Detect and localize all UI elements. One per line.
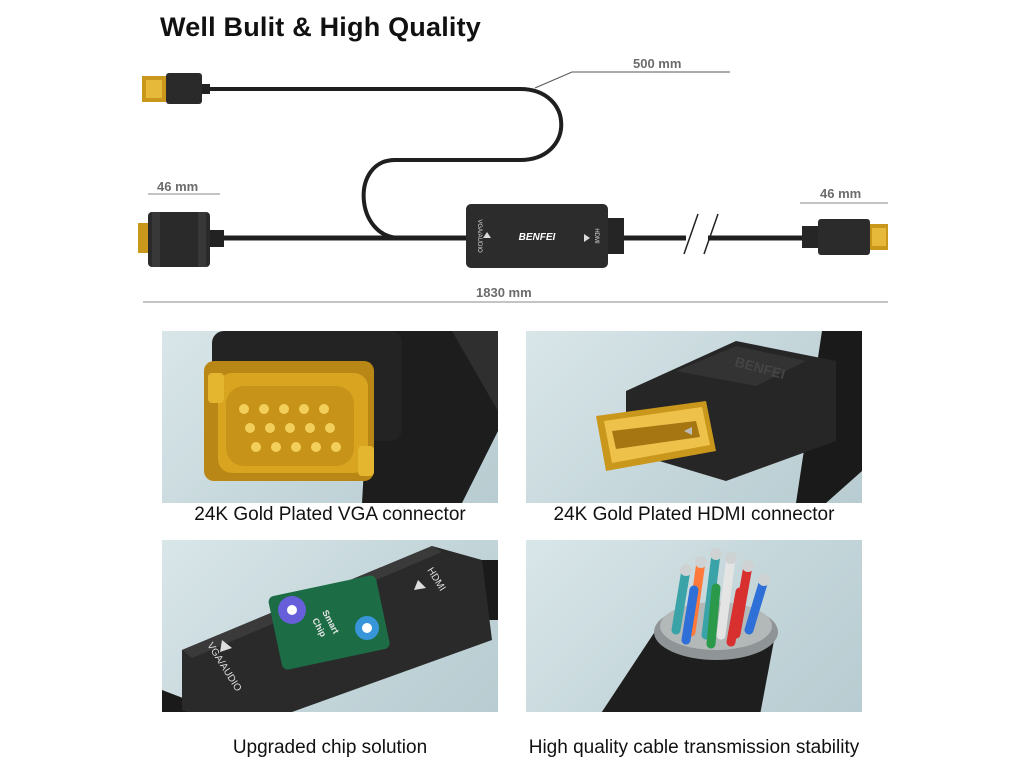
- hdmi-length-label: 46 mm: [820, 186, 861, 201]
- cable-photo: [526, 540, 862, 712]
- hdmi-caption: 24K Gold Plated HDMI connector: [553, 504, 835, 525]
- chip-caption: Upgraded chip solution: [232, 737, 428, 758]
- box-vga-label: VGA/AUDIO: [476, 219, 482, 253]
- hdmi-connector-photo: BENFEI: [526, 331, 862, 503]
- box-brand-label: BENFEI: [519, 232, 556, 243]
- chip-photo: Smart Chip VGA/AUDIO HDMI: [162, 540, 498, 712]
- total-length-label: 1830 mm: [476, 285, 532, 300]
- page-heading: Well Bulit & High Quality: [160, 12, 482, 42]
- vga-caption: 24K Gold Plated VGA connector: [194, 504, 466, 525]
- usb-cable: [210, 87, 564, 240]
- box-hdmi-label: HDMI: [593, 228, 599, 244]
- vga-length-label: 46 mm: [157, 179, 198, 194]
- cable-illustration: [601, 548, 778, 712]
- usb-length-label: 500 mm: [633, 56, 681, 71]
- usb-plug-icon: [142, 73, 210, 104]
- vga-plug-icon: [138, 212, 224, 267]
- hdmi-plug-icon: [802, 219, 888, 255]
- chip-illustration: Smart Chip VGA/AUDIO HDMI: [162, 546, 498, 712]
- hdmi-connector-illustration: BENFEI: [596, 331, 862, 503]
- converter-box: BENFEI VGA/AUDIO HDMI: [466, 204, 624, 268]
- vga-connector-photo: [162, 331, 498, 503]
- cable-dimension-diagram: 500 mm 46 mm BENFEI VGA/AUDIO HDMI 46 mm…: [138, 56, 888, 303]
- vga-connector-illustration: [204, 331, 498, 503]
- cable-caption: High quality cable transmission stabilit…: [528, 737, 860, 758]
